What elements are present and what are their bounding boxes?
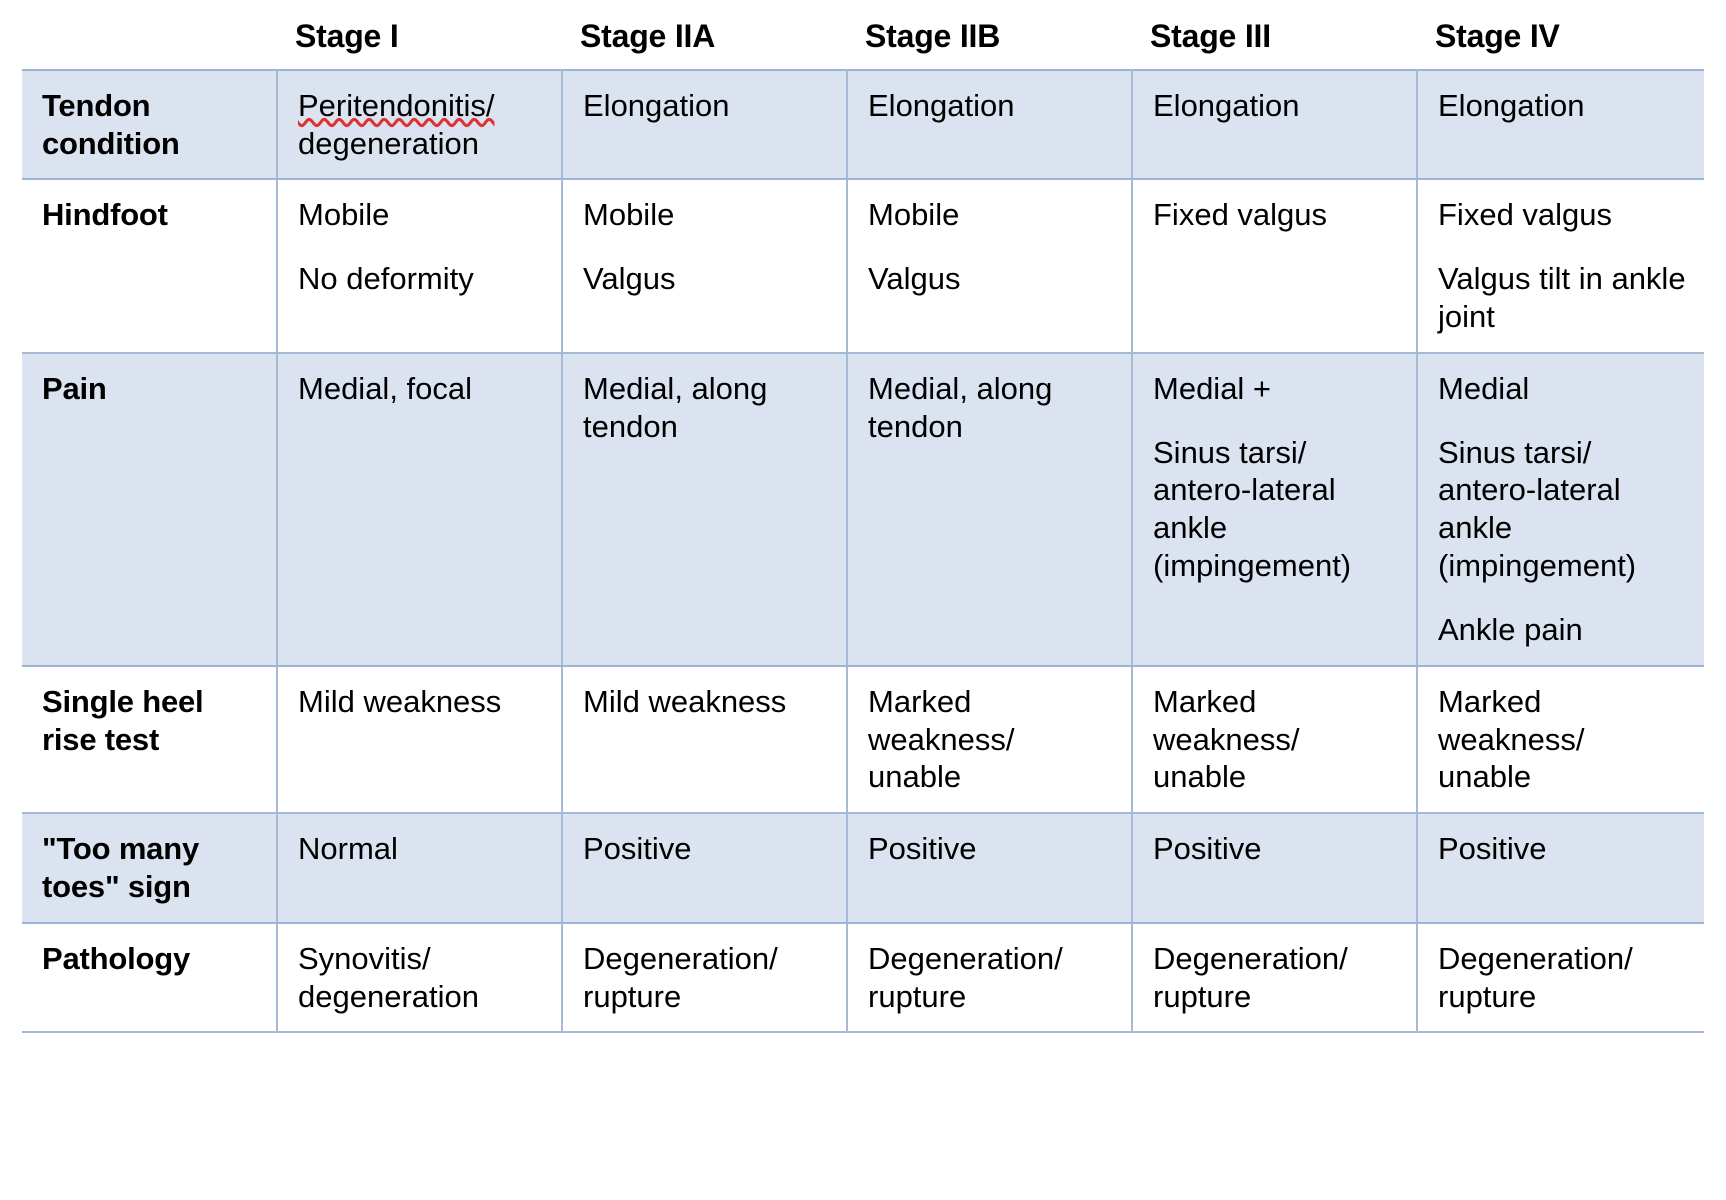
cell-paragraph: Elongation xyxy=(1438,87,1585,123)
table-cell: Mild weakness xyxy=(561,664,848,815)
row-header-cell: Hindfoot xyxy=(22,178,278,354)
cell-paragraph: Marked weakness/ unable xyxy=(1438,683,1585,795)
cell-paragraph: Degeneration/ rupture xyxy=(1438,940,1633,1014)
row-header-cell: "Too many toes" sign xyxy=(22,812,278,924)
cell-paragraph: Degeneration/ rupture xyxy=(1153,940,1348,1014)
cell-paragraph: Degeneration/ rupture xyxy=(583,940,778,1014)
cell-paragraph: Peritendonitis/ degeneration xyxy=(298,87,495,161)
table-cell: Degeneration/ rupture xyxy=(846,921,1133,1034)
cell-paragraph: Medial xyxy=(1438,370,1530,406)
table-cell: Marked weakness/ unable xyxy=(1416,664,1704,815)
table-cell: Medial, focal xyxy=(276,351,563,667)
cell-paragraph: No deformity xyxy=(298,261,474,297)
table-cell: Elongation xyxy=(846,68,1133,181)
cell-paragraph: Mobile xyxy=(868,197,960,233)
cell-paragraph: Elongation xyxy=(868,87,1015,123)
cell-paragraph: Degeneration/ rupture xyxy=(868,940,1063,1014)
row-header-cell: Pathology xyxy=(22,921,278,1034)
table-cell: Positive xyxy=(1416,812,1704,924)
table-cell: Degeneration/ rupture xyxy=(1416,921,1704,1034)
row-header-cell: Tendon condition xyxy=(22,68,278,181)
cell-paragraph: Synovitis/ degeneration xyxy=(298,940,479,1014)
cell-paragraph: Mild weakness xyxy=(583,683,787,719)
cell-paragraph: Valgus xyxy=(868,261,961,297)
table-cell: Medial, along tendon xyxy=(561,351,848,667)
cell-paragraph: Sinus tarsi/ antero-lateral ankle (impin… xyxy=(1438,434,1637,584)
cell-paragraph: Valgus xyxy=(583,261,676,297)
table-cell: Elongation xyxy=(561,68,848,181)
cell-paragraph: Positive xyxy=(1153,831,1262,867)
column-header-stage-2b: Stage IIB xyxy=(847,0,1132,70)
table-cell: Fixed valgus xyxy=(1131,178,1418,354)
table-row: Pain Medial, focal Medial, along tendon Med… xyxy=(22,351,1704,667)
column-header-stage-3: Stage III xyxy=(1132,0,1417,70)
column-header-stage-4: Stage IV xyxy=(1417,0,1704,70)
table-row: Pathology Synovitis/ degeneration Degenera… xyxy=(22,921,1704,1034)
cell-paragraph: Normal xyxy=(298,831,398,867)
table-cell: Positive xyxy=(561,812,848,924)
table-cell: Peritendonitis/ degeneration xyxy=(276,68,563,181)
table-cell: Positive xyxy=(1131,812,1418,924)
pttd-staging-table: Stage I Stage IIA Stage IIB Stage III St… xyxy=(22,0,1704,1034)
cell-paragraph: Marked weakness/ unable xyxy=(1153,683,1300,795)
cell-paragraph: Sinus tarsi/ antero-lateral ankle (impin… xyxy=(1153,434,1352,584)
table-cell: Mobile No deformity xyxy=(276,178,563,354)
table-cell: Marked weakness/ unable xyxy=(1131,664,1418,815)
table-cell: Elongation xyxy=(1131,68,1418,181)
cell-paragraph: Mobile xyxy=(298,197,390,233)
header-corner-cell xyxy=(22,0,277,70)
table-cell: Synovitis/ degeneration xyxy=(276,921,563,1034)
table-cell: Degeneration/ rupture xyxy=(561,921,848,1034)
cell-paragraph: Marked weakness/ unable xyxy=(868,683,1015,795)
cell-paragraph: Valgus tilt in ankle joint xyxy=(1438,261,1686,335)
cell-paragraph: Fixed valgus xyxy=(1153,197,1328,233)
cell-paragraph: Positive xyxy=(583,831,692,867)
table-body: Tendon condition Peritendonitis/ degenera… xyxy=(22,68,1704,1034)
cell-paragraph: Mild weakness xyxy=(298,683,502,719)
table-cell: Elongation xyxy=(1416,68,1704,181)
table-cell: Degeneration/ rupture xyxy=(1131,921,1418,1034)
cell-paragraph: Fixed valgus xyxy=(1438,197,1613,233)
cell-paragraph: Positive xyxy=(1438,831,1547,867)
table-cell: Marked weakness/ unable xyxy=(846,664,1133,815)
cell-paragraph: Positive xyxy=(868,831,977,867)
table-header: Stage I Stage IIA Stage IIB Stage III St… xyxy=(22,0,1704,70)
cell-paragraph: Medial + xyxy=(1153,370,1272,406)
cell-paragraph: Elongation xyxy=(1153,87,1300,123)
table-cell: Positive xyxy=(846,812,1133,924)
spellcheck-underline: Peritendonitis/ xyxy=(298,87,495,123)
table-row: Single heel rise test Mild weakness Mild w… xyxy=(22,664,1704,815)
cell-paragraph: Medial, along tendon xyxy=(868,370,1053,444)
table-cell: Normal xyxy=(276,812,563,924)
cell-paragraph: Elongation xyxy=(583,87,730,123)
table-cell: Medial + Sinus tarsi/ antero-lateral ankl… xyxy=(1131,351,1418,667)
column-header-stage-2a: Stage IIA xyxy=(562,0,847,70)
cell-paragraph: Mobile xyxy=(583,197,675,233)
table-row: "Too many toes" sign Normal Positive Positi… xyxy=(22,812,1704,924)
table-cell: Mild weakness xyxy=(276,664,563,815)
cell-paragraph: Ankle pain xyxy=(1438,611,1583,647)
row-header-cell: Pain xyxy=(22,351,278,667)
cell-paragraph: Medial, along tendon xyxy=(583,370,768,444)
table-cell: Medial, along tendon xyxy=(846,351,1133,667)
table-row: Tendon condition Peritendonitis/ degenera… xyxy=(22,68,1704,181)
cell-paragraph: Medial, focal xyxy=(298,370,473,406)
column-header-stage-1: Stage I xyxy=(277,0,562,70)
row-header-cell: Single heel rise test xyxy=(22,664,278,815)
header-row: Stage I Stage IIA Stage IIB Stage III St… xyxy=(22,0,1704,70)
